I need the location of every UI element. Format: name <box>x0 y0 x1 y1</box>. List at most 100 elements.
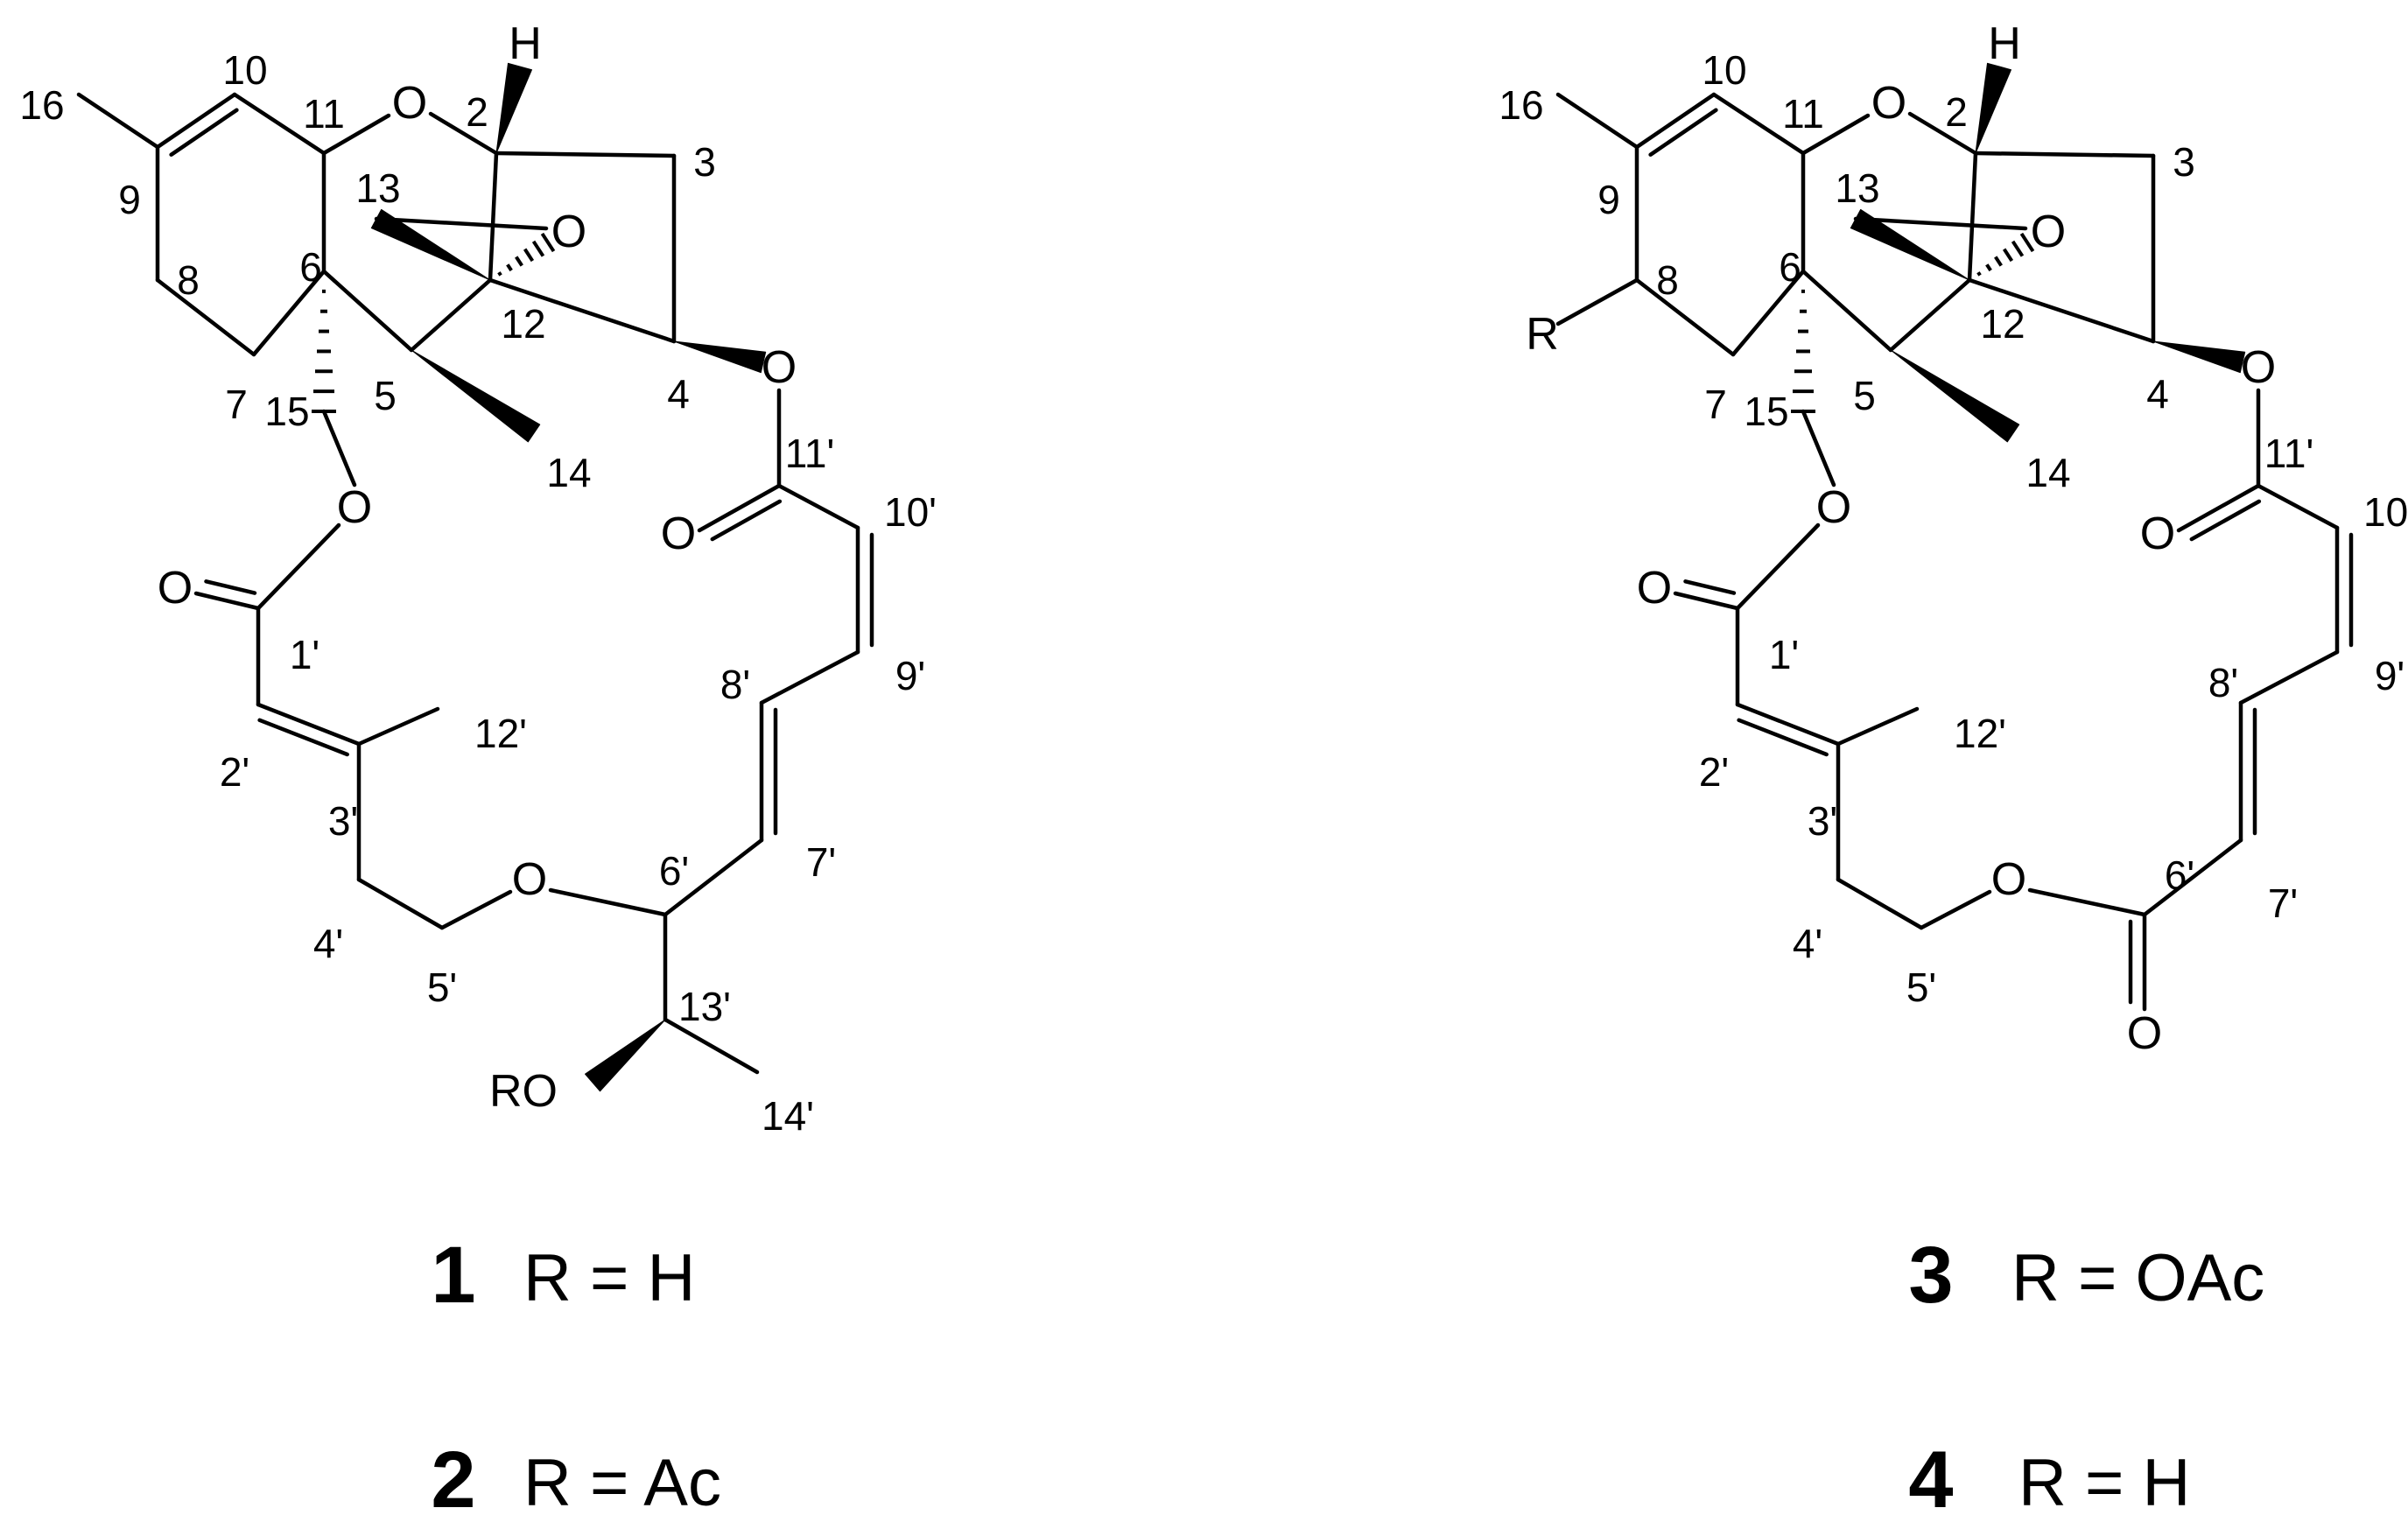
bond-c13-oepoxide <box>374 216 549 231</box>
locant-n14p: 14' <box>762 1093 814 1139</box>
bond-c9-c10-double-second-line <box>169 108 239 157</box>
locant-n3p: 3' <box>328 798 358 844</box>
locant-n12: 12 <box>1980 301 2025 347</box>
locant-n9p: 9' <box>2375 653 2404 698</box>
bond-c10-c11 <box>1711 92 1806 156</box>
atom-o-ring: O <box>392 78 427 129</box>
bond-c15-o15 <box>321 409 357 487</box>
bond-c13p-methyl14p <box>663 1017 760 1075</box>
bond-c12-c5 <box>409 277 493 353</box>
atom-h: H <box>509 18 542 69</box>
bond-c4p-c5p <box>1836 877 1924 930</box>
bond-c2-c3 <box>1973 151 2156 158</box>
compound-caption-2: 2 R = Ac <box>431 1435 721 1522</box>
locant-n8: 8 <box>1656 257 1679 303</box>
wedge-c5-methyl14 <box>411 349 541 443</box>
bond-c5-c6 <box>321 269 414 353</box>
locant-n8p: 8' <box>2208 660 2238 705</box>
locant-n7p: 7' <box>806 839 836 885</box>
compound-caption-1: 1 R = H <box>431 1231 695 1320</box>
locant-n4: 4 <box>667 371 690 417</box>
locant-n2p: 2' <box>220 749 249 795</box>
wedge-c5-methyl14 <box>1890 349 2020 443</box>
hash-c12-oepoxide-stroke <box>531 240 545 257</box>
bond-c9-methyl16 <box>1555 92 1639 150</box>
hash-c12-oepoxide-stroke <box>540 232 556 253</box>
atom-o-epoxide: O <box>551 207 586 257</box>
compound-r-text-3: R = OAc <box>2011 1241 2264 1315</box>
locant-n6: 6 <box>299 244 322 290</box>
bond-c9p-c8p <box>759 649 860 705</box>
locant-n5p: 5' <box>427 964 457 1010</box>
bond-oring-c6p <box>2027 887 2147 917</box>
bond-c5p-oring <box>439 889 513 930</box>
locant-n10: 10 <box>222 47 267 93</box>
bond-c2p-c3p-double-second-line <box>1737 718 1829 757</box>
locant-n4: 4 <box>2146 371 2169 417</box>
bond-c2-c3 <box>494 151 677 158</box>
locant-n15: 15 <box>1744 389 1788 434</box>
bond-c9-c10-double <box>155 92 237 150</box>
bond-oring-c6p <box>548 887 668 917</box>
hash-c12-oepoxide-stroke <box>1985 263 1992 272</box>
locant-n13p: 13' <box>678 984 731 1029</box>
wedge-c4-o <box>2152 340 2246 374</box>
hash-c12-oepoxide <box>497 232 556 277</box>
bond-c1p-carbonyl-double-second-line <box>204 579 257 595</box>
compound-id-1: 1 <box>431 1231 475 1320</box>
bond-c1p-carbonyl-double <box>193 591 261 611</box>
bond-c12-c4 <box>488 277 677 344</box>
bond-c8-substituent <box>1555 277 1639 326</box>
bond-c3p-methyl12p <box>356 706 440 747</box>
bond-c9-c10-double <box>1634 92 1716 150</box>
atom-r-substituent: R <box>1526 309 1559 360</box>
compound-id-4: 4 <box>1908 1435 1953 1522</box>
bond-c8-c7 <box>155 277 256 357</box>
atom-o-carbonyl-11p: O <box>661 509 696 559</box>
hash-c12-oepoxide-stroke <box>2011 240 2025 257</box>
locant-n7p: 7' <box>2268 880 2298 926</box>
bond-c11p-carbonyl-double <box>697 483 782 533</box>
bond-c11p-c10p <box>2256 483 2340 530</box>
hash-c12-oepoxide-stroke <box>1994 256 2003 267</box>
bond-c4p-c5p <box>356 877 445 930</box>
bond-c9-c10-double-second-line <box>1648 108 1718 157</box>
bond-c10-c11 <box>232 92 326 156</box>
locant-n6p: 6' <box>2165 852 2194 898</box>
locant-n11: 11 <box>303 91 345 137</box>
wedge-c4-o <box>673 340 767 374</box>
bond-c2p-c3p-double <box>1735 702 1841 747</box>
bond-c1p-carbonyl-double-second-line <box>1683 579 1737 595</box>
atom-ro-group: RO <box>489 1066 558 1117</box>
bond-c7p-c6p <box>663 838 764 917</box>
bond-c15-o15 <box>1801 409 1836 487</box>
locant-n10p: 10' <box>884 489 937 535</box>
atom-o-ester-c4: O <box>2241 342 2276 393</box>
locant-n6: 6 <box>1779 244 1801 290</box>
hash-c12-oepoxide-stroke <box>506 263 513 272</box>
locant-n12: 12 <box>501 301 545 347</box>
hash-c6-c15 <box>312 289 336 413</box>
structure-macrocycle-right: OHOOOOOOOR161011231398612715541411'10'1'… <box>1499 18 2408 1059</box>
bond-c9p-c8p <box>2238 649 2340 705</box>
hash-c12-oepoxide-stroke <box>523 248 535 263</box>
bond-o15-c1p <box>256 523 341 611</box>
hash-c12-oepoxide-stroke <box>497 271 502 277</box>
atom-o-carbonyl-1p: O <box>1637 563 1672 614</box>
compound-id-2: 2 <box>431 1435 475 1522</box>
locant-n3p: 3' <box>1808 798 1837 844</box>
atom-o-carbonyl-11p: O <box>2140 509 2175 559</box>
locant-n6p: 6' <box>659 848 689 894</box>
locant-n11: 11 <box>1782 91 1824 137</box>
atom-o-ester-c4: O <box>762 342 797 393</box>
bond-c2p-c3p-double <box>256 702 362 747</box>
locant-n5p: 5' <box>1906 964 1936 1010</box>
bond-c5-c6 <box>1801 269 1893 353</box>
wedge-c2-h <box>1975 62 2011 154</box>
hash-c12-oepoxide <box>1976 232 2035 277</box>
locant-n1p: 1' <box>290 632 319 677</box>
bond-c2p-c3p-double-second-line <box>257 718 349 757</box>
hash-c12-oepoxide-stroke <box>1976 271 1982 277</box>
locant-n7: 7 <box>225 382 248 427</box>
locant-n14: 14 <box>546 450 591 495</box>
